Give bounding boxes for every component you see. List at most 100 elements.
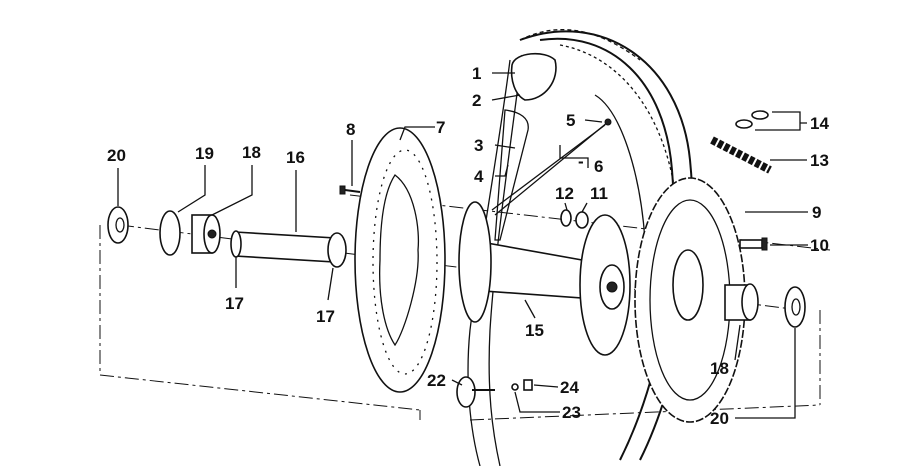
diagram-stroke bbox=[451, 379, 463, 386]
diagram-stroke bbox=[456, 376, 476, 408]
diagram-stroke bbox=[511, 383, 519, 391]
diagram-stroke bbox=[107, 206, 129, 244]
label-22: 22 bbox=[427, 371, 446, 390]
label-9: 9 bbox=[812, 203, 821, 222]
label-15: 15 bbox=[525, 321, 544, 340]
diagram-stroke bbox=[735, 119, 753, 129]
diagram-stroke bbox=[559, 44, 679, 241]
diagram-stroke bbox=[177, 165, 206, 213]
rim-band bbox=[494, 109, 529, 241]
diagram-stroke bbox=[491, 94, 521, 101]
label-2: 2 bbox=[472, 91, 481, 110]
diagram-stroke bbox=[372, 149, 438, 375]
diagram-stroke bbox=[379, 174, 420, 347]
sprocket-bolt bbox=[739, 237, 768, 251]
diagram-stroke bbox=[735, 328, 796, 419]
label-13: 13 bbox=[810, 151, 829, 170]
label-5: 5 bbox=[566, 111, 575, 130]
diagram-stroke bbox=[354, 127, 446, 393]
chain-link bbox=[735, 110, 769, 129]
nut bbox=[575, 211, 589, 229]
diagram-stroke bbox=[575, 211, 589, 229]
diagram-stroke bbox=[458, 201, 492, 323]
diagram-stroke bbox=[115, 217, 125, 233]
axle-spacer bbox=[230, 230, 347, 268]
diagram-stroke bbox=[784, 286, 806, 328]
diagram-stroke bbox=[469, 404, 821, 421]
diagram-stroke bbox=[734, 324, 741, 361]
disc-bolt bbox=[339, 185, 361, 195]
diagram-stroke bbox=[488, 54, 523, 466]
label-10: 10 bbox=[810, 236, 829, 255]
seal-right bbox=[784, 286, 806, 328]
label-18-left: 18 bbox=[242, 143, 261, 162]
bearing-right bbox=[724, 283, 759, 321]
diagram-stroke bbox=[99, 374, 421, 411]
label-7: 7 bbox=[436, 118, 445, 137]
label-11: 11 bbox=[590, 184, 608, 203]
label-19: 19 bbox=[195, 144, 214, 163]
diagram-stroke bbox=[560, 209, 572, 227]
diagram-stroke bbox=[755, 111, 807, 131]
label-16: 16 bbox=[286, 148, 305, 167]
inner-tube bbox=[510, 52, 557, 101]
diagram-stroke bbox=[339, 185, 346, 195]
label-18-right: 18 bbox=[710, 359, 729, 378]
label-24: 24 bbox=[560, 378, 579, 397]
label-1: 1 bbox=[472, 64, 481, 83]
diagram-stroke bbox=[159, 210, 181, 256]
seal-left bbox=[107, 206, 129, 244]
diagram-stroke bbox=[523, 379, 533, 391]
diagram-stroke bbox=[514, 391, 560, 413]
diagram-stroke bbox=[327, 267, 334, 301]
diagram-stroke bbox=[584, 119, 603, 123]
spoke-nipple bbox=[604, 118, 612, 126]
diagram-stroke bbox=[207, 229, 217, 239]
diagram-stroke bbox=[344, 189, 361, 193]
diagram-stroke bbox=[533, 384, 559, 388]
diagram-stroke bbox=[519, 28, 641, 61]
diagram-stroke bbox=[741, 283, 759, 321]
spoke bbox=[491, 118, 612, 216]
diagram-stroke bbox=[234, 231, 336, 263]
circlip bbox=[159, 210, 181, 256]
diagram-stroke bbox=[494, 144, 516, 149]
diagram-stroke bbox=[581, 202, 588, 213]
leader-lines bbox=[117, 72, 808, 419]
diagram-stroke bbox=[399, 126, 435, 141]
label-17-right: 17 bbox=[316, 307, 335, 326]
label-14: 14 bbox=[810, 114, 829, 133]
label-4: 4 bbox=[474, 167, 484, 186]
diagram-stroke bbox=[594, 94, 646, 241]
label-20-left: 20 bbox=[107, 146, 126, 165]
valve-cap bbox=[523, 379, 533, 391]
brake-disc bbox=[354, 127, 446, 393]
diagram-stroke bbox=[672, 249, 704, 321]
valve-nut bbox=[511, 383, 519, 391]
diagram-stroke bbox=[491, 124, 606, 211]
diagram-stroke bbox=[211, 165, 253, 216]
washer bbox=[560, 209, 572, 227]
diagram-stroke bbox=[559, 145, 589, 168]
part-labels: 1 2 3 4 5 - 6 7 8 9 10 11 12 13 14 15 16… bbox=[107, 64, 829, 428]
label-3: 3 bbox=[474, 136, 483, 155]
label-6: 6 bbox=[594, 157, 603, 176]
diagram-stroke bbox=[524, 299, 536, 319]
diagram-stroke bbox=[606, 281, 618, 293]
diagram-stroke bbox=[761, 237, 768, 251]
diagram-stroke bbox=[791, 298, 801, 316]
label-8: 8 bbox=[346, 120, 355, 139]
label-17-left: 17 bbox=[225, 294, 244, 313]
diagram-stroke bbox=[710, 136, 772, 174]
hub bbox=[458, 201, 631, 356]
diagram-stroke bbox=[230, 230, 242, 258]
label-12: 12 bbox=[555, 184, 574, 203]
diagram-stroke bbox=[739, 239, 763, 249]
diagram-stroke bbox=[751, 110, 769, 120]
diagram-stroke bbox=[564, 202, 568, 211]
sprocket bbox=[634, 177, 746, 423]
diagram-stroke bbox=[327, 232, 347, 268]
label-23: 23 bbox=[562, 403, 581, 422]
chain bbox=[710, 110, 772, 174]
